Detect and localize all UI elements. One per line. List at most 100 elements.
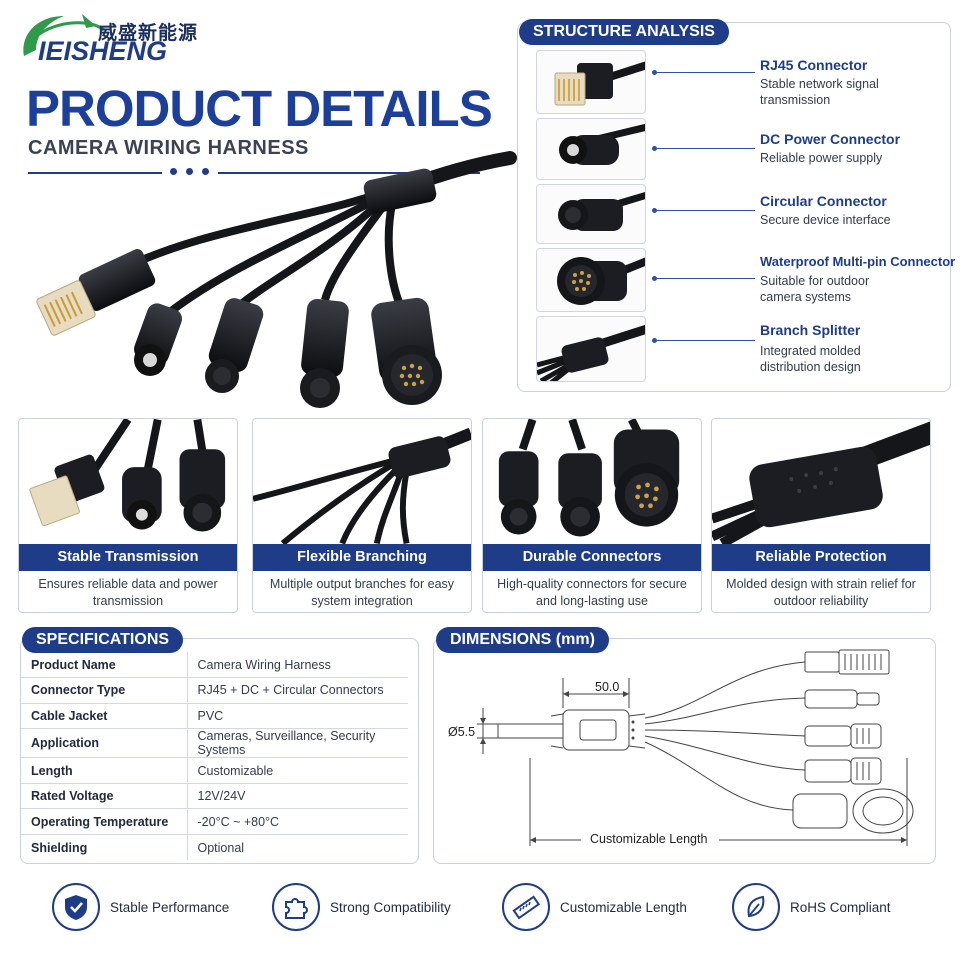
spec-key: Application: [21, 728, 188, 759]
branching-image: [253, 427, 471, 544]
circular-connector-icon: [558, 191, 645, 231]
feature-desc: Molded design with strain relief for out…: [726, 577, 916, 608]
leader-line-2: [655, 148, 755, 149]
spec-key: Shielding: [21, 834, 188, 861]
badge-label: RoHS Compliant: [790, 899, 891, 915]
hero-multipin-connector: [371, 297, 442, 405]
thumb-dc: [536, 118, 646, 180]
feature-card-durable-connectors: Durable Connectors High-quality connecto…: [482, 418, 702, 613]
hero-harness-image: [36, 151, 517, 408]
hero-rj45-connector: [36, 249, 156, 336]
dimensions-title: DIMENSIONS (mm): [436, 627, 609, 653]
multipin-connector-icon: [557, 257, 645, 305]
badge-label: Stable Performance: [110, 899, 230, 915]
logo-swoosh-icon: [23, 14, 105, 56]
leader-dot-1: [652, 70, 657, 75]
ruler-icon: [502, 883, 550, 931]
subtitle-divider-left: [28, 172, 162, 174]
leader-line-5: [655, 340, 755, 341]
badge-rohs-compliant: RoHS Compliant: [732, 880, 891, 934]
spec-value: PVC: [187, 703, 408, 730]
hero-circular-connector: [205, 298, 264, 393]
leaf-icon: [732, 883, 780, 931]
feature-card-flexible-branching: Flexible Branching Multiple output branc…: [252, 418, 472, 613]
thumb-multipin: [536, 248, 646, 312]
feature-title: Durable Connectors: [483, 544, 701, 571]
structure-item-name-5: Branch Splitter: [760, 322, 861, 338]
shield-check-icon: [52, 883, 100, 931]
page-title: PRODUCT DETAILS: [26, 80, 493, 137]
table-row: Shielding Optional: [21, 834, 408, 861]
leader-dot-5: [652, 338, 657, 343]
feature-card-reliable-protection: Reliable Protection Molded design with s…: [711, 418, 931, 613]
feature-title: Flexible Branching: [253, 544, 471, 571]
spec-value: Optional: [197, 840, 245, 855]
feature-card-stable-transmission: Stable Transmission Ensures reliable dat…: [18, 418, 238, 613]
branch-splitter-icon: [537, 324, 645, 381]
spec-value: Cameras, Surveillance, Security Systems: [187, 728, 408, 759]
leader-dot-3: [652, 208, 657, 213]
feature-desc: Ensures reliable data and power transmis…: [38, 577, 218, 608]
structure-item-desc-5: Integrated molded distribution design: [760, 344, 861, 374]
brand-logo: [20, 12, 210, 72]
connectors-image: [29, 419, 226, 532]
spec-key: Length: [21, 757, 188, 784]
splitter-closeup-image: [712, 421, 930, 544]
hero-dc-connector: [133, 303, 183, 376]
thumb-circular: [536, 184, 646, 244]
feature-desc: Multiple output branches for easy system…: [269, 577, 455, 608]
dimension-drawing: [477, 649, 914, 846]
leader-dot-2: [652, 146, 657, 151]
structure-item-desc-2: Reliable power supply: [760, 151, 883, 165]
customizable-length-label: Customizable Length: [590, 832, 708, 846]
page-subtitle: CAMERA WIRING HARNESS: [28, 137, 309, 159]
feature-desc: High-quality connectors for secure and l…: [497, 577, 687, 608]
rj45-connector-icon: [554, 61, 645, 106]
thumb-splitter: [536, 316, 646, 382]
spec-value: Camera Wiring Harness: [187, 652, 408, 679]
leader-dot-4: [652, 276, 657, 281]
badge-label: Strong Compatibility: [330, 899, 451, 915]
table-row: Operating Temperature-20°C ~ +80°C: [21, 808, 408, 836]
hero-circular-connector-2: [300, 299, 349, 408]
spec-key: Rated Voltage: [21, 783, 188, 810]
durable-connectors-image: [498, 419, 680, 537]
structure-item-name-3: Circular Connector: [760, 193, 887, 209]
brand-name-cn: 威盛新能源: [98, 23, 199, 44]
specifications-title: SPECIFICATIONS: [22, 627, 184, 653]
spec-value: RJ45 + DC + Circular Connectors: [187, 677, 408, 704]
badge-label: Customizable Length: [560, 899, 687, 915]
badge-strong-compatibility: Strong Compatibility: [272, 880, 451, 934]
splitter-length-label: 50.0: [595, 680, 620, 694]
subtitle-dots: [170, 168, 209, 175]
feature-title: Stable Transmission: [19, 544, 237, 571]
spec-value: 12V/24V: [187, 783, 408, 810]
spec-value: Customizable: [187, 757, 408, 784]
spec-key: Operating Temperature: [21, 808, 188, 836]
subtitle-divider-right: [218, 172, 480, 174]
leader-line-4: [655, 278, 755, 279]
dimensions-panel: [433, 638, 936, 864]
structure-item-desc-1: Stable network signal transmission: [760, 77, 879, 107]
structure-analysis-title: STRUCTURE ANALYSIS: [519, 19, 729, 45]
brand-name-en: IEISHENG: [38, 36, 168, 66]
thumb-rj45: [536, 50, 646, 114]
spec-key: Connector Type: [21, 677, 188, 704]
badge-stable-performance: Stable Performance: [52, 880, 229, 934]
feature-title: Reliable Protection: [712, 544, 930, 571]
puzzle-icon: [272, 883, 320, 931]
structure-item-name-1: RJ45 Connector: [760, 57, 868, 73]
spec-key: Product Name: [21, 652, 188, 679]
diameter-label: Ø5.5: [448, 725, 476, 739]
structure-item-desc-4: Suitable for outdoor camera systems: [760, 274, 870, 304]
leader-line-3: [655, 210, 755, 211]
structure-item-name-2: DC Power Connector: [760, 131, 901, 147]
leader-line-1: [655, 72, 755, 73]
badge-customizable-length: Customizable Length: [502, 880, 687, 934]
